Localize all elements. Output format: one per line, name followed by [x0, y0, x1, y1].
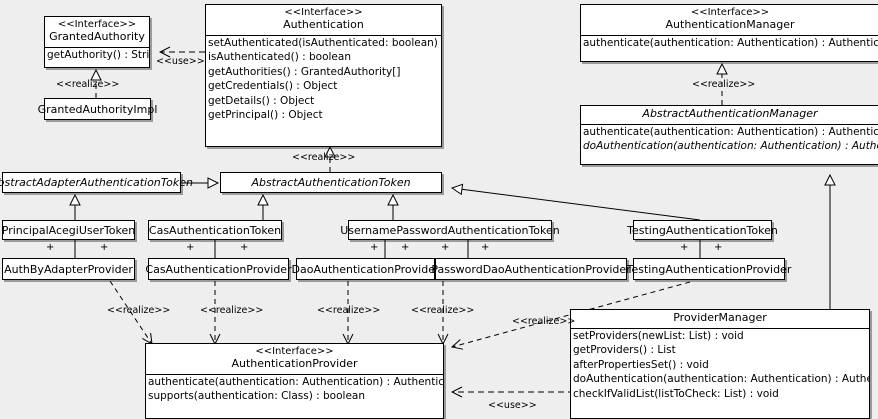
edge-label-realize-authbyadapterprovider: <<realize>> [107, 305, 171, 316]
class-name-label: GrantedAuthority [49, 29, 145, 43]
class-name-label: PrincipalAcegiUserToken [1, 223, 136, 237]
assoc-mark-cas-right: + [240, 242, 249, 253]
class-name-label: DaoAuthenticationProvider [291, 262, 440, 276]
class-testing-authentication-provider[interactable]: TestingAuthenticationProvider [627, 258, 791, 280]
method-item: getAuthorities() : GrantedAuthority[] [208, 65, 401, 78]
method-compartment: authenticate(authentication: Authenticat… [146, 373, 444, 404]
edge-label-realize-abstractauthtoken: <<realize>> [292, 152, 356, 163]
edge-label-realize-testingprovider: <<realize>> [512, 316, 576, 327]
method-compartment: authenticate(authentication: Authenticat… [581, 123, 878, 154]
method-compartment: setAuthenticated(isAuthenticated: boolea… [206, 34, 441, 123]
class-header: <<Interface>> Authentication [206, 5, 441, 35]
class-name-label: AuthByAdapterProvider [4, 262, 133, 276]
class-name-label: AuthenticationProvider [231, 356, 358, 370]
class-header: <<Interface>> GrantedAuthority [45, 17, 149, 47]
stereotype-label: <<Interface>> [255, 346, 334, 357]
method-item: getProviders() : List [573, 344, 676, 357]
class-name-label: AbstractAdapterAuthenticationToken [0, 176, 193, 189]
method-item: getAuthority() : String [47, 48, 150, 61]
class-password-dao-authentication-provider[interactable]: PasswordDaoAuthenticationProvider [431, 258, 631, 280]
class-abstract-authentication-manager[interactable]: AbstractAuthenticationManager authentica… [580, 105, 878, 165]
method-compartment: getAuthority() : String [45, 46, 150, 63]
class-name-label: ProviderManager [673, 311, 767, 324]
method-compartment: authenticate(authentication: Authenticat… [581, 34, 878, 51]
method-item: getDetails() : Object [208, 94, 315, 107]
stereotype-label: <<Interface>> [690, 7, 770, 18]
class-abstract-adapter-authentication-token[interactable]: AbstractAdapterAuthenticationToken [0, 172, 193, 193]
stereotype-label: <<Interface>> [284, 7, 363, 18]
edge-label-realize-passworddaoprovider: <<realize>> [411, 305, 475, 316]
class-testing-authentication-token[interactable]: TestingAuthenticationToken [627, 220, 778, 240]
method-item: supports(authentication: Class) : boolea… [148, 390, 365, 403]
edge-label-realize-daoprovider: <<realize>> [317, 305, 381, 316]
class-header: <<Interface>> AuthenticationManager [581, 5, 878, 35]
class-principal-acegi-user-token[interactable]: PrincipalAcegiUserToken [2, 220, 135, 240]
class-cas-authentication-provider[interactable]: CasAuthenticationProvider [145, 258, 292, 280]
class-granted-authority-impl[interactable]: GrantedAuthorityImpl [38, 98, 157, 120]
method-item: authenticate(authentication: Authenticat… [583, 125, 878, 138]
class-header: <<Interface>> AuthenticationProvider [146, 344, 443, 374]
method-item: isAuthenticated() : boolean [208, 51, 351, 64]
edge-label-realize-grantedauthorityimpl: <<realize>> [56, 79, 120, 90]
method-item: afterPropertiesSet() : void [573, 358, 709, 371]
class-name-label: PasswordDaoAuthenticationProvider [431, 262, 631, 276]
method-item: setProviders(newList: List) : void [573, 329, 744, 342]
class-authentication-provider[interactable]: <<Interface>> AuthenticationProvider aut… [145, 343, 444, 419]
class-name-label: CasAuthenticationToken [148, 223, 282, 237]
class-name-label: Authentication [283, 17, 364, 31]
class-name-label: UsernamePasswordAuthenticationToken [340, 223, 560, 237]
edge-label-realize-abstractauthmanager: <<realize>> [692, 79, 756, 90]
method-item: doAuthentication(authentication: Authent… [573, 373, 869, 386]
assoc-mark-userpass-a-left: + [370, 242, 379, 253]
class-cas-authentication-token[interactable]: CasAuthenticationToken [148, 220, 282, 240]
assoc-mark-userpass-b-right: + [481, 242, 490, 253]
class-header: AbstractAuthenticationManager [581, 106, 878, 124]
class-username-password-authentication-token[interactable]: UsernamePasswordAuthenticationToken [340, 220, 560, 240]
method-item: checkIfValidList(listToCheck: List) : vo… [573, 387, 779, 400]
edge-label-realize-casprovider: <<realize>> [200, 305, 264, 316]
class-authentication[interactable]: <<Interface>> Authentication setAuthenti… [205, 4, 442, 147]
assoc-mark-testing-left: + [680, 242, 689, 253]
class-auth-by-adapter-provider[interactable]: AuthByAdapterProvider [2, 258, 135, 280]
assoc-mark-userpass-b-left: + [441, 242, 450, 253]
assoc-mark-userpass-a-right: + [401, 242, 410, 253]
method-item: getPrincipal() : Object [208, 109, 323, 122]
method-item: setAuthenticated(isAuthenticated: boolea… [208, 36, 441, 49]
class-dao-authentication-provider[interactable]: DaoAuthenticationProvider [292, 258, 440, 280]
stereotype-label: <<Interface>> [57, 19, 137, 30]
class-name-label: TestingAuthenticationProvider [626, 262, 792, 276]
class-name-label: AbstractAuthenticationToken [251, 176, 411, 189]
method-item: doAuthentication(authentication: Authent… [583, 140, 878, 153]
class-name-label: CasAuthenticationProvider [145, 262, 292, 276]
assoc-mark-principal-left: + [46, 242, 55, 253]
method-item: authenticate(authentication: Authenticat… [148, 375, 444, 388]
assoc-mark-testing-right: + [714, 242, 723, 253]
edge-label-use-authentication-grantedauthority: <<use>> [156, 56, 205, 67]
class-provider-manager[interactable]: ProviderManager setProviders(newList: Li… [570, 309, 870, 419]
class-name-label: TestingAuthenticationToken [627, 223, 778, 237]
class-name-label: GrantedAuthorityImpl [37, 102, 158, 116]
class-authentication-manager[interactable]: <<Interface>> AuthenticationManager auth… [580, 4, 878, 62]
class-abstract-authentication-token[interactable]: AbstractAuthenticationToken [220, 172, 442, 193]
assoc-mark-cas-left: + [186, 242, 195, 253]
edge-label-use-providermanager: <<use>> [488, 400, 537, 411]
method-compartment: setProviders(newList: List) : void getPr… [571, 327, 869, 402]
method-item: authenticate(authentication: Authenticat… [583, 36, 878, 49]
class-name-label: AbstractAuthenticationManager [642, 107, 818, 120]
assoc-mark-principal-right: + [100, 242, 109, 253]
edge-testingtoken-extends-abstractauthtoken [452, 188, 701, 221]
class-header: ProviderManager [571, 310, 869, 328]
method-item: getCredentials() : Object [208, 80, 338, 93]
class-granted-authority[interactable]: <<Interface>> GrantedAuthority getAuthor… [44, 16, 150, 68]
class-name-label: AuthenticationManager [665, 17, 795, 31]
